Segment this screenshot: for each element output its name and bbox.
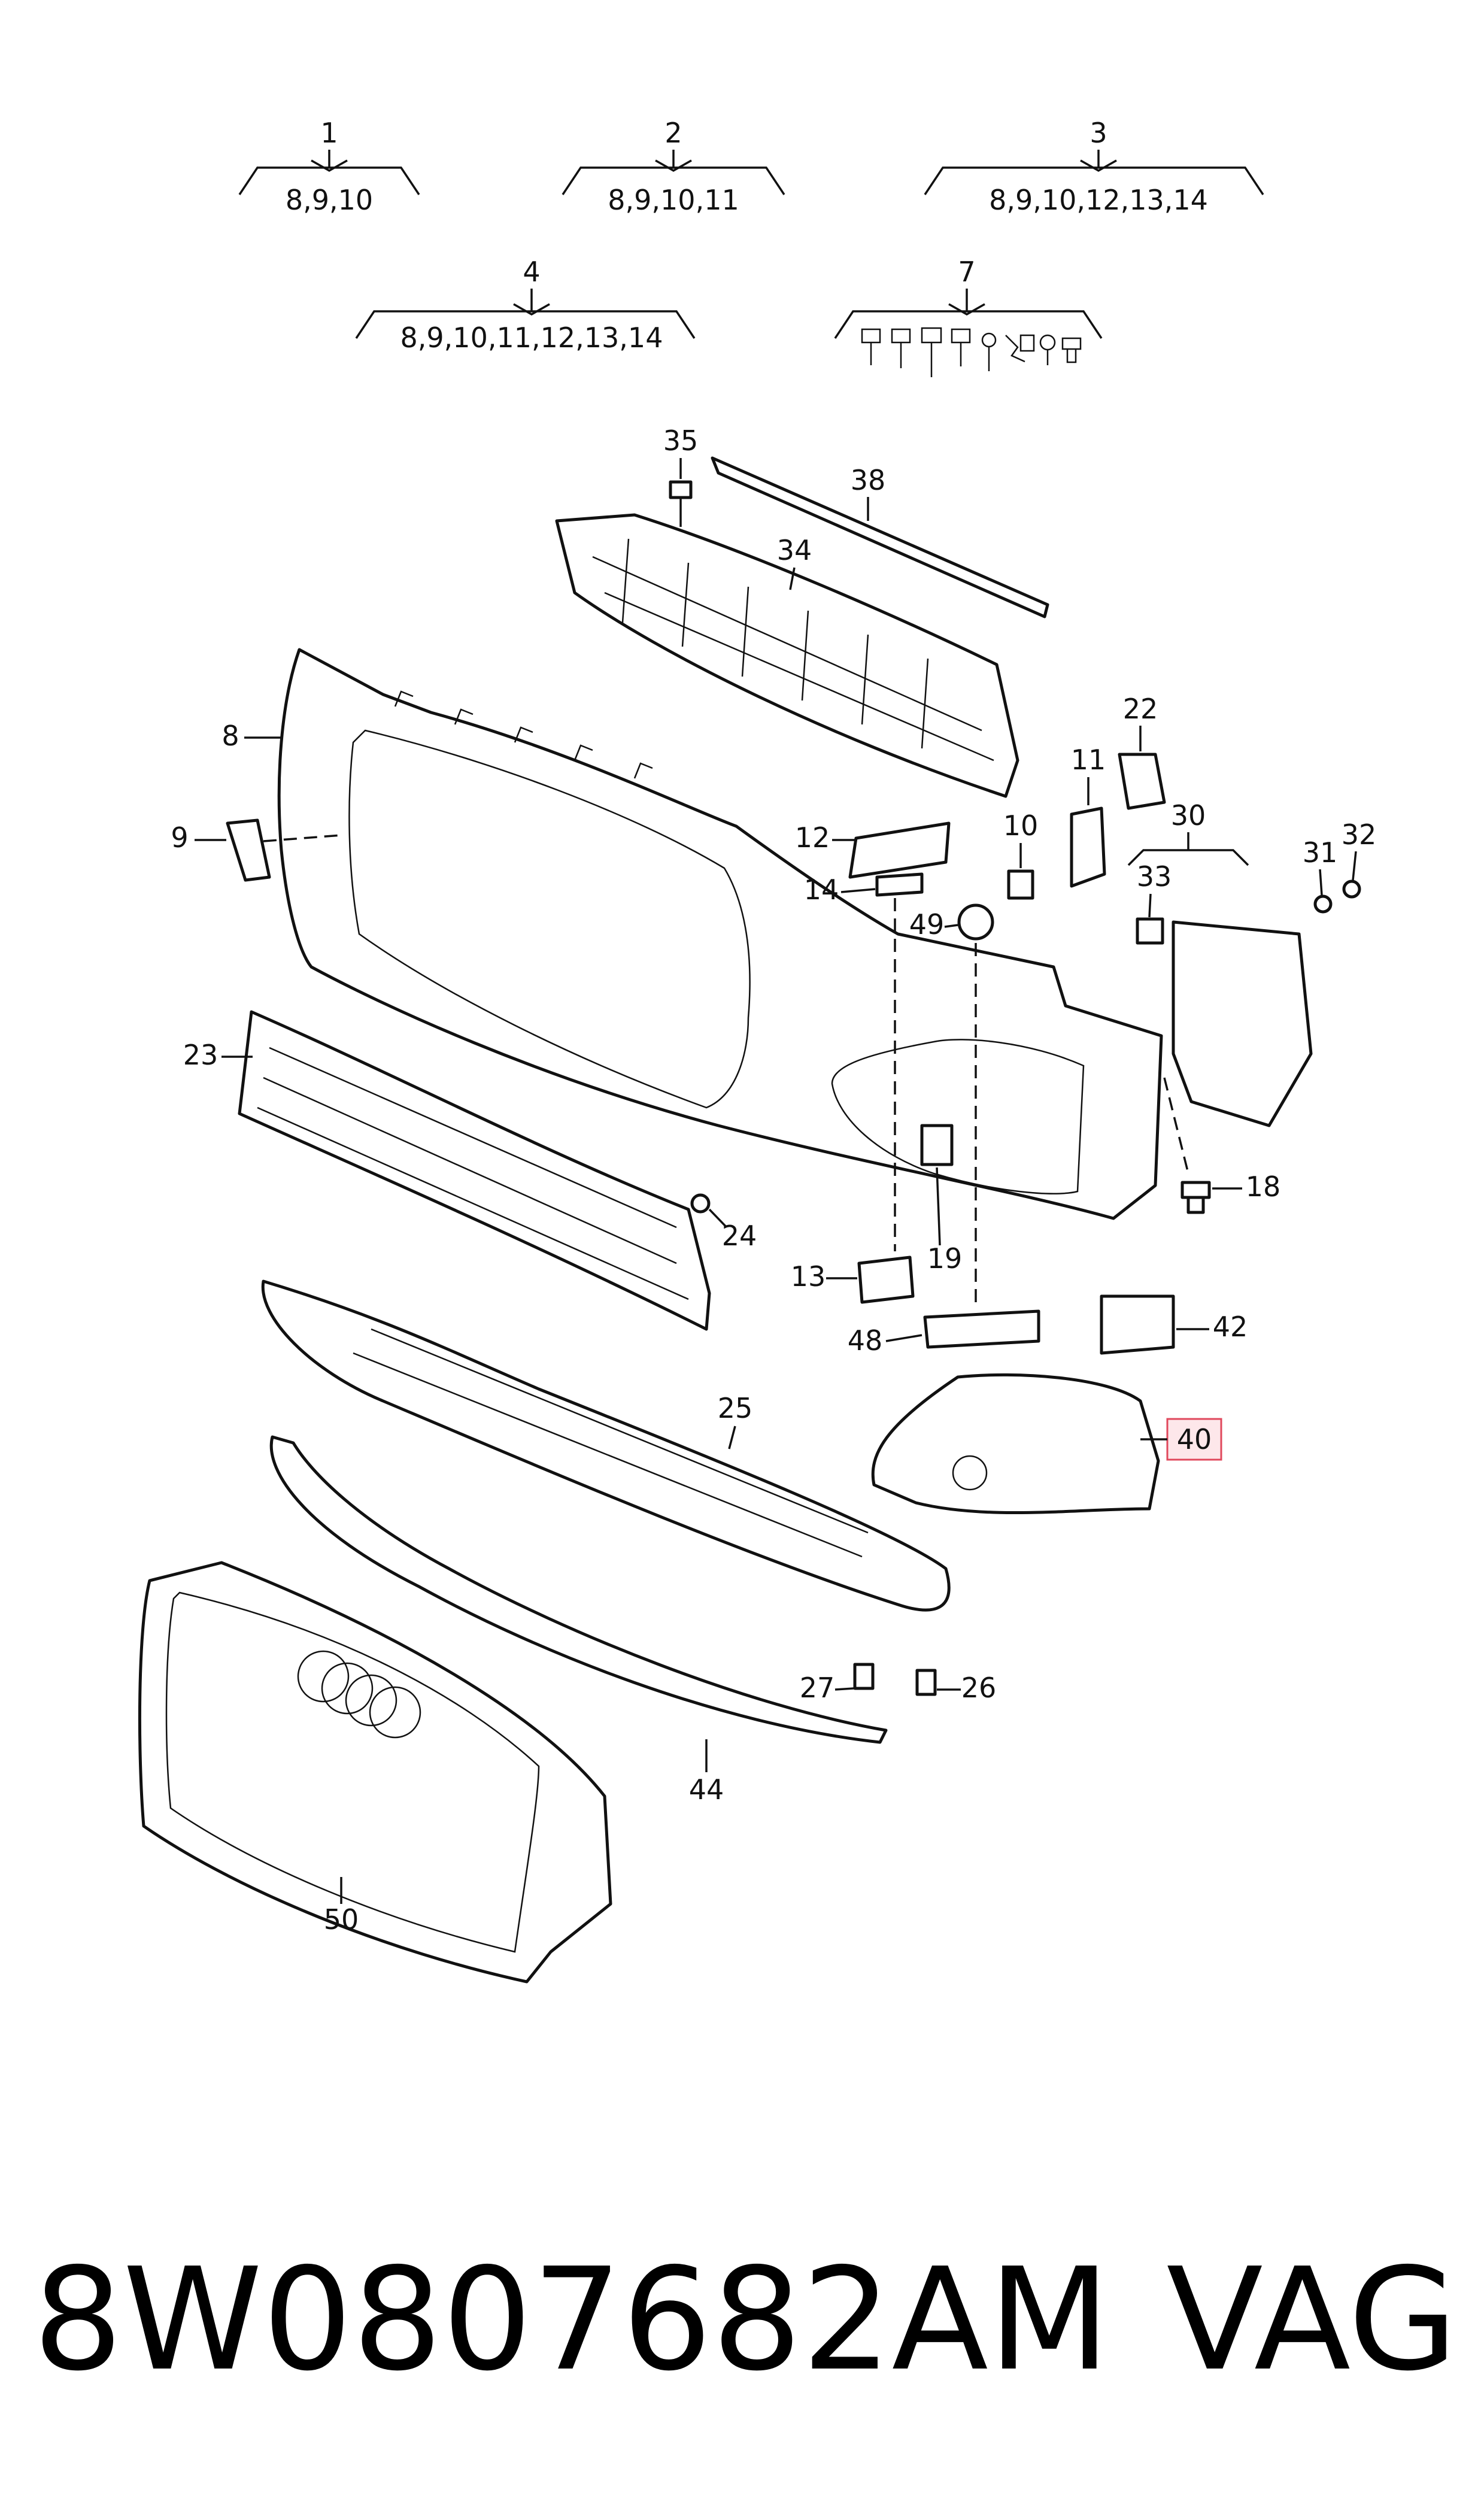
svg-text:8,9,10,11: 8,9,10,11 xyxy=(608,184,739,216)
svg-text:2: 2 xyxy=(664,117,682,149)
group-3: 3 8,9,10,12,13,14 xyxy=(924,117,1264,216)
svg-text:23: 23 xyxy=(183,1039,218,1071)
svg-text:25: 25 xyxy=(718,1392,753,1424)
svg-text:1: 1 xyxy=(320,117,338,149)
footer: 8W0807682AM VAG xyxy=(33,2242,1458,2398)
callout-26: 26 xyxy=(937,1672,996,1704)
svg-text:14: 14 xyxy=(804,874,839,906)
callouts: 35 38 34 8 9 22 11 12 10 30 31 32 14 49 … xyxy=(171,424,1376,1936)
callout-27: 27 xyxy=(800,1672,854,1704)
callout-19: 19 xyxy=(927,1167,963,1275)
svg-text:8,9,10: 8,9,10 xyxy=(286,184,373,216)
part-number: 8W0807682AM xyxy=(33,2237,1110,2402)
svg-text:30: 30 xyxy=(1171,799,1206,832)
upper-carrier xyxy=(555,513,1019,798)
fog-light-grille-40 xyxy=(871,1373,1160,1515)
callout-48: 48 xyxy=(848,1324,922,1357)
svg-text:8,9,10,12,13,14: 8,9,10,12,13,14 xyxy=(989,184,1208,216)
callout-33: 33 xyxy=(1137,860,1172,918)
svg-text:49: 49 xyxy=(909,908,945,941)
svg-text:48: 48 xyxy=(848,1324,883,1357)
svg-text:13: 13 xyxy=(791,1260,826,1293)
spoiler-strip-44 xyxy=(269,1435,888,1744)
callout-30: 30 xyxy=(1127,799,1249,866)
svg-text:9: 9 xyxy=(171,821,188,854)
svg-text:8,9,10,11,12,13,14: 8,9,10,11,12,13,14 xyxy=(400,322,663,354)
callout-34: 34 xyxy=(777,534,812,590)
svg-text:18: 18 xyxy=(1246,1170,1281,1203)
svg-text:24: 24 xyxy=(722,1220,757,1252)
svg-text:8: 8 xyxy=(221,720,239,752)
callout-14: 14 xyxy=(804,874,876,906)
svg-text:7: 7 xyxy=(958,256,975,288)
svg-text:50: 50 xyxy=(324,1903,359,1936)
svg-text:34: 34 xyxy=(777,534,812,566)
callout-31: 31 xyxy=(1303,836,1338,896)
group-7-fasteners: 7 xyxy=(834,256,1103,377)
svg-text:22: 22 xyxy=(1123,693,1158,725)
svg-text:42: 42 xyxy=(1213,1311,1248,1343)
callout-11: 11 xyxy=(1071,744,1106,805)
svg-text:31: 31 xyxy=(1303,836,1338,869)
callout-35: 35 xyxy=(663,424,699,479)
trim-strip xyxy=(711,456,1049,618)
svg-text:19: 19 xyxy=(927,1242,963,1275)
callout-12: 12 xyxy=(795,821,856,854)
svg-text:33: 33 xyxy=(1137,860,1172,893)
svg-text:11: 11 xyxy=(1071,744,1106,776)
callout-8: 8 xyxy=(221,720,281,752)
callout-49: 49 xyxy=(909,908,958,941)
bracket-30 xyxy=(1172,920,1313,1127)
callout-13: 13 xyxy=(791,1260,857,1293)
callout-10: 10 xyxy=(1003,809,1039,868)
svg-text:27: 27 xyxy=(800,1672,835,1704)
callout-18: 18 xyxy=(1212,1170,1280,1203)
callout-50: 50 xyxy=(324,1877,359,1936)
callout-44: 44 xyxy=(689,1739,724,1806)
small-parts xyxy=(226,753,1361,1696)
svg-text:40: 40 xyxy=(1177,1423,1212,1455)
svg-text:12: 12 xyxy=(795,821,830,854)
callout-38: 38 xyxy=(851,464,886,521)
callout-42: 42 xyxy=(1176,1311,1248,1343)
svg-text:38: 38 xyxy=(851,464,886,496)
callout-25: 25 xyxy=(718,1392,753,1449)
group-4: 4 8,9,10,11,12,13,14 xyxy=(355,256,696,354)
callout-22: 22 xyxy=(1123,693,1158,751)
brand-name: VAG xyxy=(1166,2237,1458,2402)
radiator-grille-50 xyxy=(138,1561,612,1984)
svg-text:44: 44 xyxy=(689,1773,724,1806)
callout-23: 23 xyxy=(183,1039,253,1071)
screw-35 xyxy=(669,480,693,527)
svg-text:35: 35 xyxy=(663,424,699,457)
svg-text:3: 3 xyxy=(1090,117,1107,149)
callout-32: 32 xyxy=(1342,818,1377,881)
lower-grille-23 xyxy=(238,1010,711,1331)
svg-text:26: 26 xyxy=(961,1672,997,1704)
callout-24: 24 xyxy=(708,1208,757,1252)
callout-9: 9 xyxy=(171,821,226,854)
group-1: 1 8,9,10 xyxy=(238,117,420,216)
svg-text:4: 4 xyxy=(523,256,540,288)
svg-text:10: 10 xyxy=(1003,809,1039,842)
group-2: 2 8,9,10,11 xyxy=(562,117,785,216)
assembly-guides xyxy=(263,834,1189,1305)
svg-text:32: 32 xyxy=(1342,818,1377,851)
bumper-cover xyxy=(277,648,1163,1220)
underbody-panel-25 xyxy=(261,1279,951,1612)
callout-40: 40 xyxy=(1140,1418,1222,1461)
